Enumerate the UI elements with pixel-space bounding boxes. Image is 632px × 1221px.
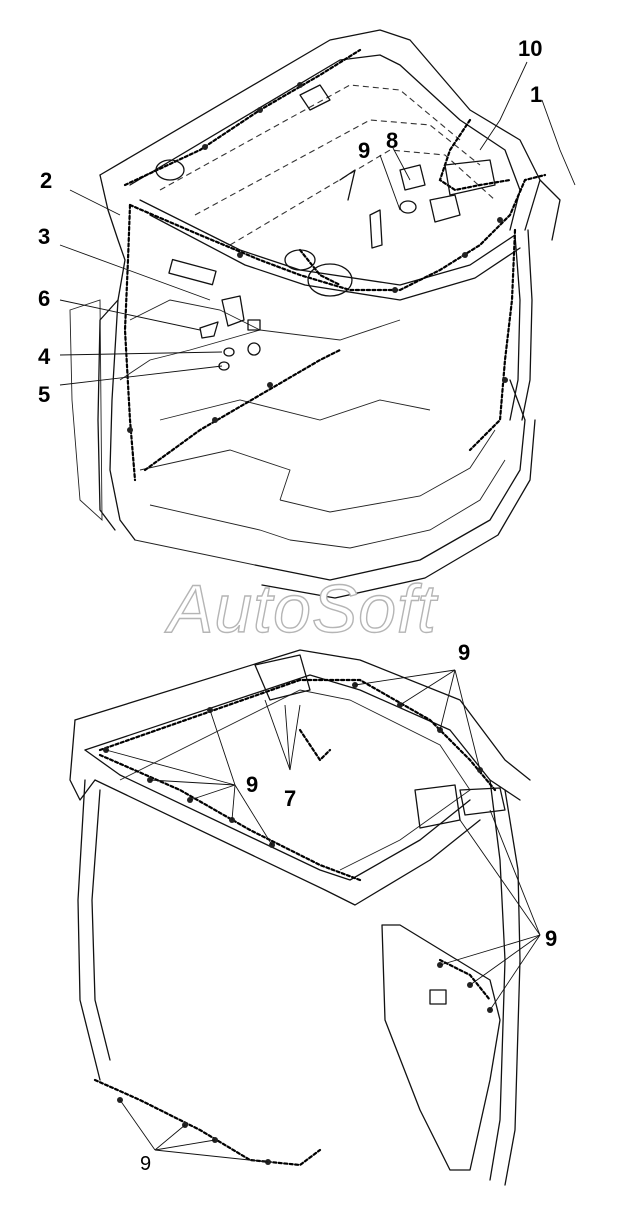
callout-1: 1 xyxy=(530,82,542,107)
callout-7: 7 xyxy=(284,786,296,811)
callout-8: 8 xyxy=(386,128,398,153)
lower-roof-assembly xyxy=(69,649,541,1186)
callout-9-upper-right: 9 xyxy=(458,640,470,665)
callout-9-middle: 9 xyxy=(246,772,258,797)
upper-cab-assembly xyxy=(59,29,576,599)
callout-9-top: 9 xyxy=(358,138,370,163)
watermark-text: AutoSoft xyxy=(164,571,439,647)
callout-9-right: 9 xyxy=(545,926,557,951)
callout-2: 2 xyxy=(40,168,52,193)
callout-10: 10 xyxy=(518,36,542,61)
callout-6: 6 xyxy=(38,286,50,311)
callout-4: 4 xyxy=(38,344,51,369)
callout-labels: 1 2 3 4 5 6 7 8 9 10 9 9 9 9 xyxy=(38,36,557,1175)
callout-3: 3 xyxy=(38,224,50,249)
callout-5: 5 xyxy=(38,382,50,407)
callout-9-bottom: 9 xyxy=(140,1153,151,1175)
